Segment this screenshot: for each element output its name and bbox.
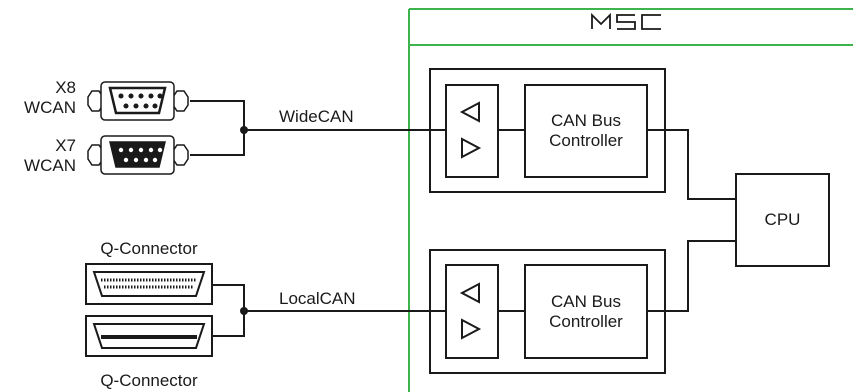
msc-logotype xyxy=(591,12,661,30)
upper-transceiver-rx-arrow xyxy=(459,101,480,123)
q-connector-bottom-label: Q-Connector xyxy=(100,371,198,390)
msc-module-border xyxy=(408,8,853,392)
msc-title xyxy=(566,8,686,34)
lower-transceiver-tx-arrow xyxy=(461,318,482,340)
x7-connector-icon xyxy=(87,135,189,175)
x7-label: X7 WCAN xyxy=(18,136,76,175)
q-connector-top-icon xyxy=(85,263,213,305)
localcan-label: LocalCAN xyxy=(279,289,356,308)
upper-controller-label: CAN Bus Controller xyxy=(525,111,647,150)
lower-controller-line2: Controller xyxy=(549,311,623,331)
lower-controller-line1: CAN Bus xyxy=(551,292,621,311)
cpu-label: CPU xyxy=(764,210,801,229)
x7-type: WCAN xyxy=(24,155,76,175)
x8-type: WCAN xyxy=(24,97,76,117)
internal-wiring xyxy=(498,129,736,312)
lower-controller-label: CAN Bus Controller xyxy=(525,292,647,331)
localcan-junction-dot xyxy=(240,307,248,315)
x7-name: X7 xyxy=(55,136,76,155)
x8-label: X8 WCAN xyxy=(18,78,76,117)
x8-connector-icon xyxy=(87,81,189,121)
upper-transceiver-tx-arrow xyxy=(461,137,482,159)
cpu-box xyxy=(735,173,830,267)
upper-controller-line1: CAN Bus xyxy=(551,111,621,130)
q-connector-bottom-icon xyxy=(85,315,213,357)
lower-transceiver-rx-arrow xyxy=(459,282,480,304)
x8-name: X8 xyxy=(55,78,76,97)
upper-controller-line2: Controller xyxy=(549,130,623,150)
q-connector-top-label: Q-Connector xyxy=(100,239,198,258)
widecan-label: WideCAN xyxy=(279,107,354,126)
widecan-junction-dot xyxy=(240,126,248,134)
